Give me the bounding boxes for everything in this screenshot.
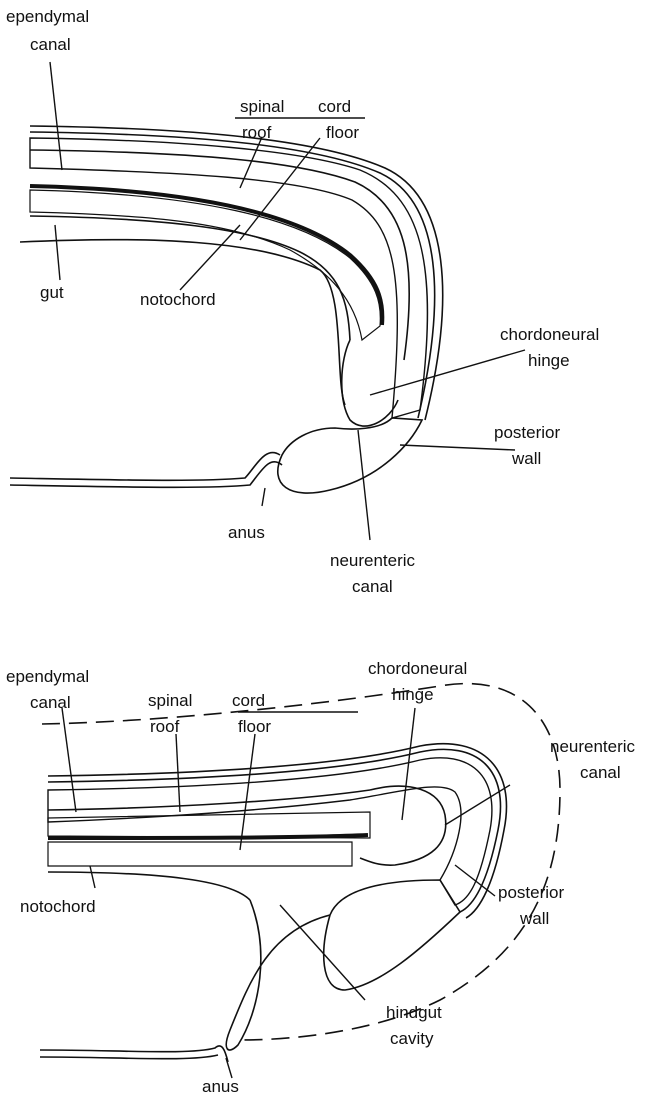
bottom-label-roof: roof bbox=[150, 717, 180, 736]
bottom-ependymal-line bbox=[48, 790, 370, 810]
bottom-label-wall: wall bbox=[519, 909, 549, 928]
bottom-label-floor: floor bbox=[238, 717, 271, 736]
top-label-hinge: hinge bbox=[528, 351, 570, 370]
bottom-label-notochord: notochord bbox=[20, 897, 96, 916]
bottom-floor-band bbox=[48, 812, 370, 838]
top-body-outline bbox=[10, 453, 280, 481]
top-label-gut: gut bbox=[40, 283, 64, 302]
top-label-roof: roof bbox=[242, 123, 272, 142]
bottom-label-hinge: hinge bbox=[392, 685, 434, 704]
top-label-anus: anus bbox=[228, 523, 265, 542]
top-label-canal: canal bbox=[30, 35, 71, 54]
top-label-neurenteric: neurenteric bbox=[330, 551, 416, 570]
top-label-spinal: spinal bbox=[240, 97, 284, 116]
top-notochord-band bbox=[30, 190, 380, 340]
bottom-outer-skin-2 bbox=[48, 744, 506, 918]
bottom-body-outline bbox=[40, 1046, 228, 1062]
top-gut-line bbox=[20, 240, 345, 405]
bottom-label-ependymal: ependymal bbox=[6, 667, 89, 686]
top-hinge-loop bbox=[342, 340, 398, 426]
top-posterior-wall bbox=[278, 418, 422, 493]
bottom-label-neurenteric-canal: canal bbox=[580, 763, 621, 782]
bottom-label-hindgut: hindgut bbox=[386, 1003, 442, 1022]
top-diagram: ependymal canal spinal cord roof floor g… bbox=[6, 7, 599, 596]
top-label-neurenteric-canal: canal bbox=[352, 577, 393, 596]
bottom-outer-skin bbox=[48, 749, 501, 912]
top-subnotochord-line bbox=[30, 216, 350, 340]
bottom-body-outline-2 bbox=[40, 1055, 218, 1059]
bottom-diagram: ependymal canal spinal cord roof floor c… bbox=[6, 659, 636, 1096]
bottom-hindgut-outline bbox=[226, 900, 330, 1050]
bottom-label-cavity: cavity bbox=[390, 1029, 434, 1048]
top-outer-skin-2 bbox=[30, 132, 435, 418]
bottom-label-anus: anus bbox=[202, 1077, 239, 1096]
bottom-label-posterior: posterior bbox=[498, 883, 564, 902]
bottom-label-cord: cord bbox=[232, 691, 265, 710]
bottom-floor-dark-line bbox=[48, 835, 368, 838]
bottom-posterior-wall bbox=[324, 880, 460, 990]
top-label-floor: floor bbox=[326, 123, 359, 142]
bottom-label-spinal: spinal bbox=[148, 691, 192, 710]
bottom-label-canal: canal bbox=[30, 693, 71, 712]
bottom-notochord-band bbox=[48, 842, 352, 866]
bottom-gut-line bbox=[48, 872, 250, 900]
top-label-cord: cord bbox=[318, 97, 351, 116]
bottom-leader-lines bbox=[62, 708, 510, 1078]
bottom-label-chordoneural: chordoneural bbox=[368, 659, 467, 678]
top-label-chordoneural: chordoneural bbox=[500, 325, 599, 344]
top-label-posterior: posterior bbox=[494, 423, 560, 442]
top-label-wall: wall bbox=[511, 449, 541, 468]
top-body-outline-2 bbox=[10, 462, 282, 488]
top-label-notochord: notochord bbox=[140, 290, 216, 309]
top-label-ependymal: ependymal bbox=[6, 7, 89, 26]
bottom-hinge-loop bbox=[360, 786, 446, 865]
bottom-label-neurenteric: neurenteric bbox=[550, 737, 636, 756]
